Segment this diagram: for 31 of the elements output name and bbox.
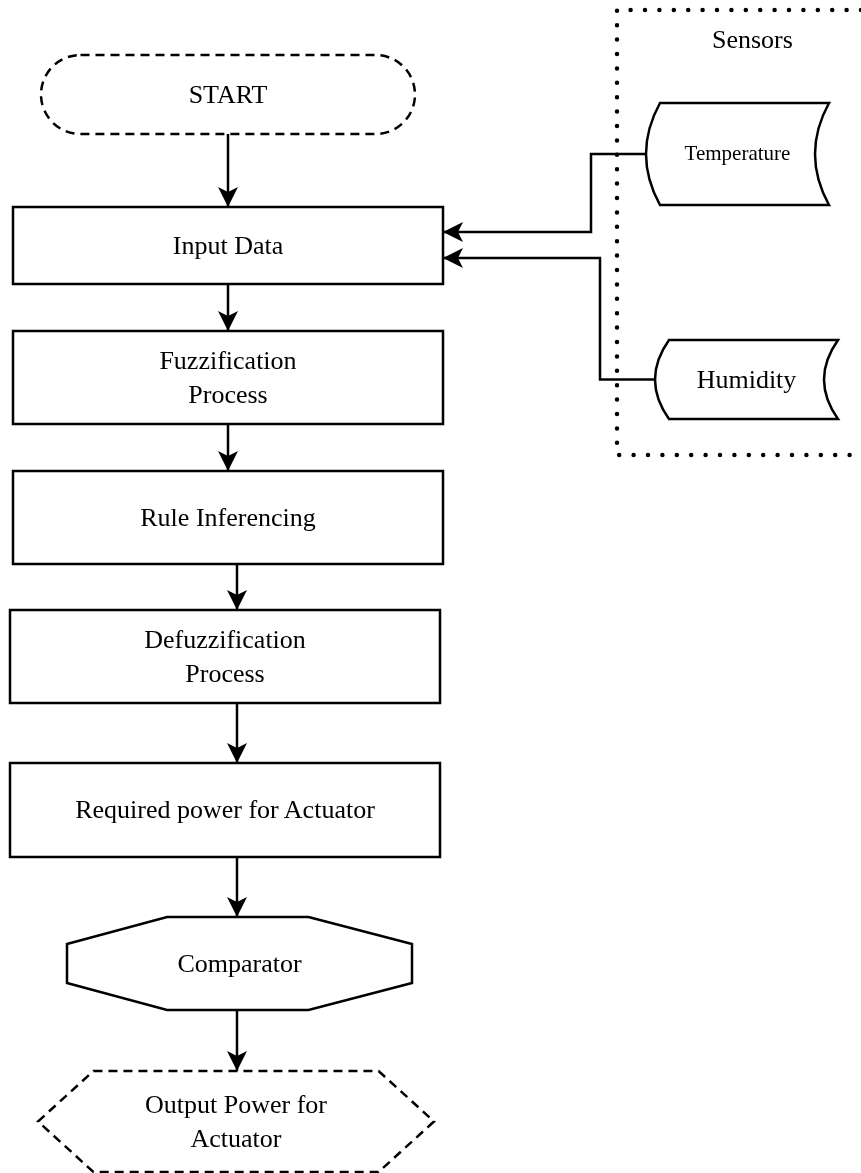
arrow xyxy=(218,134,238,207)
process-box xyxy=(13,207,443,284)
process-box xyxy=(13,471,443,564)
node-label: Fuzzification Process xyxy=(158,344,298,411)
start-terminator xyxy=(41,55,415,134)
stored-data-shape xyxy=(655,340,838,419)
arrow xyxy=(227,703,247,763)
arrow xyxy=(227,857,247,917)
sensor-group xyxy=(617,10,861,455)
node-label: Humidity xyxy=(696,363,797,396)
arrow xyxy=(218,284,238,331)
stored-data-shape xyxy=(646,103,829,205)
arrow xyxy=(443,248,655,381)
arrow xyxy=(443,152,646,242)
output-hexagon xyxy=(38,1071,434,1172)
node-label: Temperature xyxy=(684,140,791,168)
process-box xyxy=(13,331,443,424)
node-label: Required power for Actuator xyxy=(75,794,375,827)
node-label: Comparator xyxy=(177,947,302,980)
node-label: Input Data xyxy=(172,229,284,262)
arrow xyxy=(218,424,238,471)
arrow xyxy=(227,1010,247,1071)
comparator-octagon xyxy=(67,917,412,1010)
process-box xyxy=(10,763,440,857)
node-label: Defuzzification Process xyxy=(143,623,307,690)
node-label: Rule Inferencing xyxy=(140,501,316,534)
process-box xyxy=(10,610,440,703)
arrow xyxy=(227,564,247,610)
node-label: Output Power for Actuator xyxy=(144,1088,328,1155)
group-label: Sensors xyxy=(712,24,793,56)
node-label: START xyxy=(188,78,268,111)
